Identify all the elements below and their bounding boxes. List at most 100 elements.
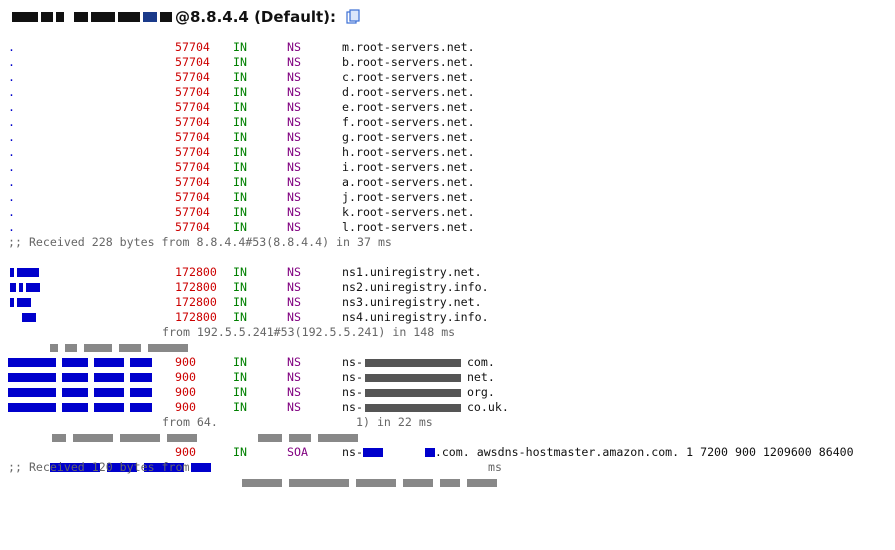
record-type: NS — [287, 175, 301, 189]
record-class: IN — [233, 220, 247, 234]
comment-text: from 192.5.5.241#53(192.5.5.241) in 148 … — [162, 325, 456, 339]
comment-row: ;; Received 120 bytes from ms — [0, 460, 502, 487]
record-type: NS — [287, 400, 301, 414]
record-ttl: 172800 — [175, 295, 217, 309]
record-ttl: 57704 — [175, 55, 210, 69]
record-name: . — [8, 55, 15, 69]
record-data: b.root-servers.net. — [342, 55, 475, 69]
record-class: IN — [233, 160, 247, 174]
soa-record-row: 900 IN SOA ns- .com. awsdns-hostmaster.a… — [0, 445, 854, 472]
record-data: k.root-servers.net. — [342, 205, 475, 219]
record-class: IN — [233, 55, 247, 69]
record-data: ns-net. — [342, 370, 495, 384]
copy-icon[interactable] — [346, 9, 360, 25]
record-name — [8, 355, 158, 370]
record-class: IN — [233, 130, 247, 144]
record-name — [10, 265, 42, 280]
redacted-domain — [12, 8, 175, 26]
record-class: IN — [233, 445, 247, 459]
record-name — [10, 295, 34, 310]
record-name: . — [8, 115, 15, 129]
record-class: IN — [233, 115, 247, 129]
record-data: ns-org. — [342, 385, 495, 399]
record-data: ns2.uniregistry.info. — [342, 280, 489, 294]
record-ttl: 57704 — [175, 100, 210, 114]
record-ttl: 57704 — [175, 85, 210, 99]
record-ttl: 57704 — [175, 40, 210, 54]
record-data: ns1.uniregistry.net. — [342, 265, 482, 279]
record-name: . — [8, 190, 15, 204]
record-data: g.root-servers.net. — [342, 130, 475, 144]
record-type: SOA — [287, 445, 308, 459]
record-type: NS — [287, 40, 301, 54]
record-type: NS — [287, 160, 301, 174]
record-name: . — [8, 85, 15, 99]
record-data: h.root-servers.net. — [342, 145, 475, 159]
record-data: ns3.uniregistry.net. — [342, 295, 482, 309]
record-data: ns- .com. awsdns-hostmaster.amazon.com. … — [342, 445, 854, 459]
record-class: IN — [233, 355, 247, 369]
record-class: IN — [233, 175, 247, 189]
record-class: IN — [233, 190, 247, 204]
record-type: NS — [287, 205, 301, 219]
redacted-text — [10, 415, 197, 460]
record-data: f.root-servers.net. — [342, 115, 475, 129]
record-type: NS — [287, 145, 301, 159]
redacted-text — [216, 415, 358, 460]
record-name: . — [8, 100, 15, 114]
record-type: NS — [287, 355, 301, 369]
record-class: IN — [233, 310, 247, 324]
record-ttl: 172800 — [175, 280, 217, 294]
comment-text: ms — [488, 460, 502, 474]
record-name: . — [8, 145, 15, 159]
record-name — [8, 370, 158, 385]
record-ttl: 900 — [175, 370, 196, 384]
record-ttl: 57704 — [175, 175, 210, 189]
record-data: c.root-servers.net. — [342, 70, 475, 84]
comment-text: from 64. — [162, 415, 218, 429]
record-class: IN — [233, 145, 247, 159]
record-ttl: 57704 — [175, 115, 210, 129]
record-type: NS — [287, 85, 301, 99]
record-type: NS — [287, 280, 301, 294]
comment-text: 1) in 22 ms — [356, 415, 433, 429]
comment-row: from 64. 1) in 22 ms — [0, 415, 433, 442]
record-type: NS — [287, 220, 301, 234]
server-label: @8.8.4.4 (Default): — [175, 8, 337, 26]
record-class: IN — [233, 370, 247, 384]
record-ttl: 57704 — [175, 130, 210, 144]
record-data: a.root-servers.net. — [342, 175, 475, 189]
record-class: IN — [233, 40, 247, 54]
record-name: . — [8, 40, 15, 54]
record-ttl: 57704 — [175, 220, 210, 234]
record-class: IN — [233, 70, 247, 84]
record-class: IN — [233, 100, 247, 114]
comment-row: from 192.5.5.241#53(192.5.5.241) in 148 … — [0, 325, 455, 352]
record-type: NS — [287, 265, 301, 279]
record-data: ns-com. — [342, 355, 495, 369]
record-data: ns4.uniregistry.info. — [342, 310, 489, 324]
record-ttl: 172800 — [175, 310, 217, 324]
record-class: IN — [233, 85, 247, 99]
record-ttl: 57704 — [175, 70, 210, 84]
record-name: . — [8, 130, 15, 144]
record-class: IN — [233, 265, 247, 279]
record-type: NS — [287, 385, 301, 399]
record-type: NS — [287, 310, 301, 324]
record-name: . — [8, 220, 15, 234]
record-ttl: 57704 — [175, 190, 210, 204]
comment-row: ;; Received 228 bytes from 8.8.4.4#53(8.… — [0, 235, 392, 250]
record-name — [8, 385, 158, 400]
record-data: j.root-servers.net. — [342, 190, 475, 204]
record-ttl: 57704 — [175, 205, 210, 219]
record-type: NS — [287, 100, 301, 114]
record-type: NS — [287, 70, 301, 84]
record-name — [10, 280, 43, 295]
record-data: d.root-servers.net. — [342, 85, 475, 99]
record-name: . — [8, 160, 15, 174]
record-data: ns-co.uk. — [342, 400, 509, 414]
record-name: . — [8, 205, 15, 219]
record-type: NS — [287, 370, 301, 384]
record-data: l.root-servers.net. — [342, 220, 475, 234]
